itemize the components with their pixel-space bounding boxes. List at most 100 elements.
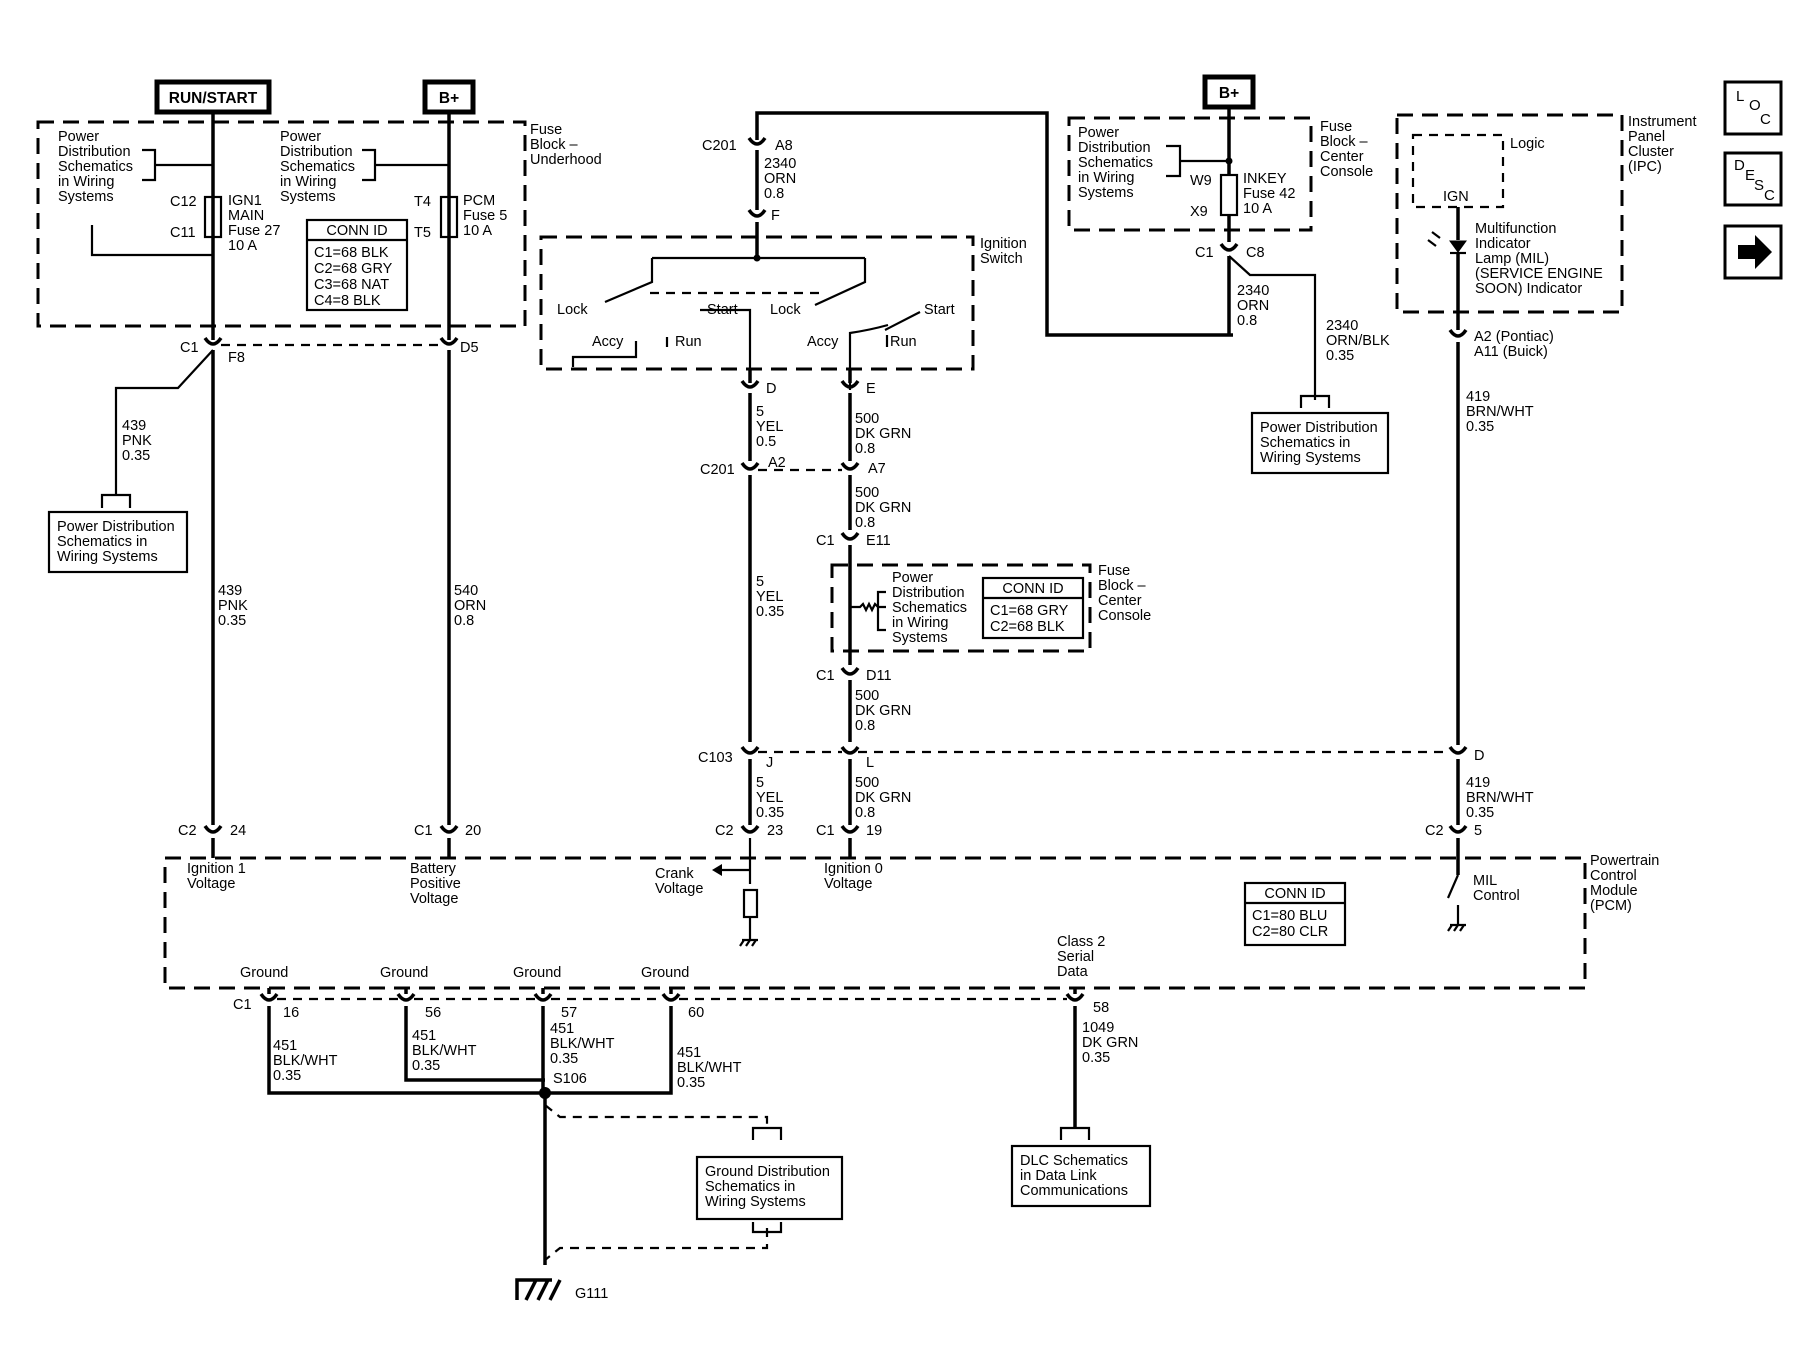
svg-text:C103: C103 bbox=[698, 750, 733, 766]
svg-text:S: S bbox=[1754, 177, 1764, 194]
svg-text:Ignition 1 Voltage: Ignition 1 Voltage bbox=[187, 861, 250, 892]
svg-text:5 YEL 0.35: 5 YEL 0.35 bbox=[756, 775, 787, 821]
svg-text:A2: A2 bbox=[768, 455, 786, 471]
conn-id-pcm: CONN ID C1=80 BLU C2=80 CLR bbox=[1243, 881, 1347, 947]
arrow-left-icon bbox=[712, 864, 722, 876]
svg-text:C1: C1 bbox=[816, 533, 835, 549]
svg-text:C8: C8 bbox=[1246, 245, 1265, 261]
svg-text:C: C bbox=[1764, 187, 1775, 204]
svg-text:Accy: Accy bbox=[807, 334, 839, 350]
svg-text:C201: C201 bbox=[700, 462, 735, 478]
svg-text:56: 56 bbox=[425, 1005, 441, 1021]
svg-text:451 BLK/WHT 0.35: 451 BLK/WHT 0.35 bbox=[273, 1038, 341, 1084]
svg-text:Ground: Ground bbox=[380, 965, 428, 981]
svg-text:A7: A7 bbox=[868, 461, 886, 477]
dlc-schematics-box[interactable]: DLC Schematics in Data Link Communicatio… bbox=[1010, 1144, 1152, 1208]
ground-distribution-box[interactable]: Ground Distribution Schematics in Wiring… bbox=[695, 1155, 844, 1221]
svg-text:Accy: Accy bbox=[592, 334, 624, 350]
pds-note-mid: Power Distribution Schematics in Wiring … bbox=[280, 129, 359, 205]
header-bplus-left: B+ bbox=[422, 79, 476, 115]
svg-text:Ground: Ground bbox=[240, 965, 288, 981]
svg-text:C2: C2 bbox=[715, 823, 734, 839]
svg-text:C11: C11 bbox=[170, 225, 196, 241]
svg-text:INKEY Fuse 42 10 A: INKEY Fuse 42 10 A bbox=[1243, 171, 1299, 217]
svg-text:Ground: Ground bbox=[513, 965, 561, 981]
svg-text:L: L bbox=[1736, 88, 1744, 105]
ignition-switch[interactable]: Ignition Switch Lock Start Lock Start Ac… bbox=[539, 235, 1031, 390]
svg-text:60: 60 bbox=[688, 1005, 704, 1021]
svg-text:5 YEL 0.5: 5 YEL 0.5 bbox=[756, 404, 787, 450]
svg-text:RUN/START: RUN/START bbox=[169, 90, 258, 107]
desc-button[interactable]: D E S C bbox=[1723, 151, 1783, 207]
svg-text:Lock: Lock bbox=[557, 302, 588, 318]
svg-text:C1: C1 bbox=[233, 997, 252, 1013]
svg-text:Start: Start bbox=[924, 302, 955, 318]
header-run-start: RUN/START bbox=[154, 79, 272, 115]
svg-text:5 YEL 0.35: 5 YEL 0.35 bbox=[756, 574, 787, 620]
chassis-ground-icon bbox=[515, 1278, 562, 1301]
fuse-block-center-console-top: Power Distribution Schematics in Wiring … bbox=[1067, 107, 1394, 408]
svg-text:CONN ID: CONN ID bbox=[1002, 581, 1063, 597]
fuse-block-center-console-mid: Power Distribution Schematics in Wiring … bbox=[830, 563, 1151, 653]
svg-text:500 DK GRN 0.8: 500 DK GRN 0.8 bbox=[855, 411, 915, 457]
svg-text:Battery Positive V: Battery Positive Voltage bbox=[410, 861, 465, 907]
svg-text:57: 57 bbox=[561, 1005, 577, 1021]
svg-text:T5: T5 bbox=[414, 225, 431, 241]
svg-text:Power Distribution: Power Distribution Schematics in Wiring … bbox=[892, 570, 971, 646]
svg-text:451 BLK/WHT 0.35: 451 BLK/WHT 0.35 bbox=[412, 1028, 480, 1074]
pds-box-left[interactable]: Power Distribution Schematics in Wiring … bbox=[47, 510, 189, 574]
svg-text:20: 20 bbox=[465, 823, 481, 839]
svg-text:C1: C1 bbox=[414, 823, 433, 839]
svg-text:B+: B+ bbox=[1219, 85, 1239, 102]
svg-text:Ground Distribution Sche: Ground Distribution Schematics in Wiring… bbox=[705, 1164, 834, 1210]
svg-text:16: 16 bbox=[283, 1005, 299, 1021]
powertrain-control-module: Powertrain Control Module (PCM) Ignition… bbox=[163, 853, 1659, 990]
svg-text:19: 19 bbox=[866, 823, 882, 839]
svg-text:C12: C12 bbox=[170, 194, 197, 210]
loc-button[interactable]: L O C bbox=[1723, 80, 1783, 136]
svg-text:419 BRN/WHT 0.35: 419 BRN/WHT 0.35 bbox=[1466, 775, 1537, 821]
instrument-panel-cluster: Instrument Panel Cluster (IPC) Logic IGN… bbox=[1395, 113, 1697, 875]
svg-text:2340 ORN 0.8: 2340 ORN 0.8 bbox=[764, 156, 800, 202]
wire-ign-crank: D 5 YEL 0.5 C201 A2 5 YEL 0.35 bbox=[700, 369, 842, 742]
connector-c1-f8-d5: C1 F8 D5 bbox=[180, 336, 479, 366]
next-button[interactable] bbox=[1723, 224, 1783, 280]
arrow-right-icon bbox=[1738, 235, 1772, 269]
svg-text:C1=80 BLU C2=80 CLR: C1=80 BLU C2=80 CLR bbox=[1252, 908, 1331, 940]
pds-box-right[interactable]: Power Distribution Schematics in Wiring … bbox=[1250, 411, 1390, 475]
svg-text:D5: D5 bbox=[460, 340, 479, 356]
svg-text:1049 DK GRN 0.35: 1049 DK GRN 0.35 bbox=[1082, 1020, 1142, 1066]
ground-icon bbox=[739, 938, 758, 947]
svg-text:Fuse Block – Cente: Fuse Block – Center Console bbox=[1098, 563, 1151, 624]
svg-text:G111: G111 bbox=[575, 1286, 608, 1302]
svg-text:451 BLK/WHT 0.35: 451 BLK/WHT 0.35 bbox=[550, 1021, 618, 1067]
svg-text:Logic: Logic bbox=[1510, 136, 1545, 152]
svg-text:T4: T4 bbox=[414, 194, 431, 210]
svg-text:C1: C1 bbox=[816, 668, 835, 684]
svg-text:MIL Control: MIL Control bbox=[1473, 873, 1520, 904]
svg-text:C: C bbox=[1760, 111, 1771, 128]
svg-text:Power Distribution: Power Distribution Schematics in Wiring … bbox=[1078, 125, 1157, 201]
svg-text:Ignition Switch: Ignition Switch bbox=[980, 236, 1031, 267]
svg-text:439 PNK 0.35: 439 PNK 0.35 bbox=[122, 418, 156, 464]
svg-text:D: D bbox=[1474, 748, 1484, 764]
svg-text:CONN ID: CONN ID bbox=[326, 223, 387, 239]
connector-c1-20: C1 20 bbox=[414, 823, 481, 858]
svg-text:Crank Voltage: Crank Voltage bbox=[655, 866, 703, 897]
ground-icon bbox=[1447, 923, 1466, 932]
wire-label-439: 439 PNK 0.35 bbox=[218, 583, 252, 629]
svg-text:B+: B+ bbox=[439, 90, 459, 107]
svg-text:A2 (Pontiac): A2 (Pontiac) bbox=[1474, 329, 1554, 345]
svg-text:Run: Run bbox=[675, 334, 702, 350]
svg-text:2340 ORN/BLK 0.35: 2340 ORN/BLK 0.35 bbox=[1326, 318, 1394, 364]
svg-text:Fuse Block – Cente: Fuse Block – Center Console bbox=[1320, 119, 1373, 180]
svg-text:Ignition 0 Voltage: Ignition 0 Voltage bbox=[824, 861, 887, 892]
svg-text:PCM Fuse 5 10: PCM Fuse 5 10 A bbox=[463, 193, 511, 239]
svg-text:Power Distribution Schem: Power Distribution Schematics in Wiring … bbox=[57, 519, 179, 565]
svg-text:D: D bbox=[1734, 157, 1745, 174]
svg-text:W9: W9 bbox=[1190, 173, 1212, 189]
svg-text:CONN ID: CONN ID bbox=[1264, 886, 1325, 902]
wire-ign0: E 500 DK GRN 0.8 A7 500 DK GRN 0.8 C1 E1… bbox=[816, 369, 915, 742]
svg-text:DLC Schematics in Data L: DLC Schematics in Data Link Communicatio… bbox=[1020, 1153, 1132, 1199]
